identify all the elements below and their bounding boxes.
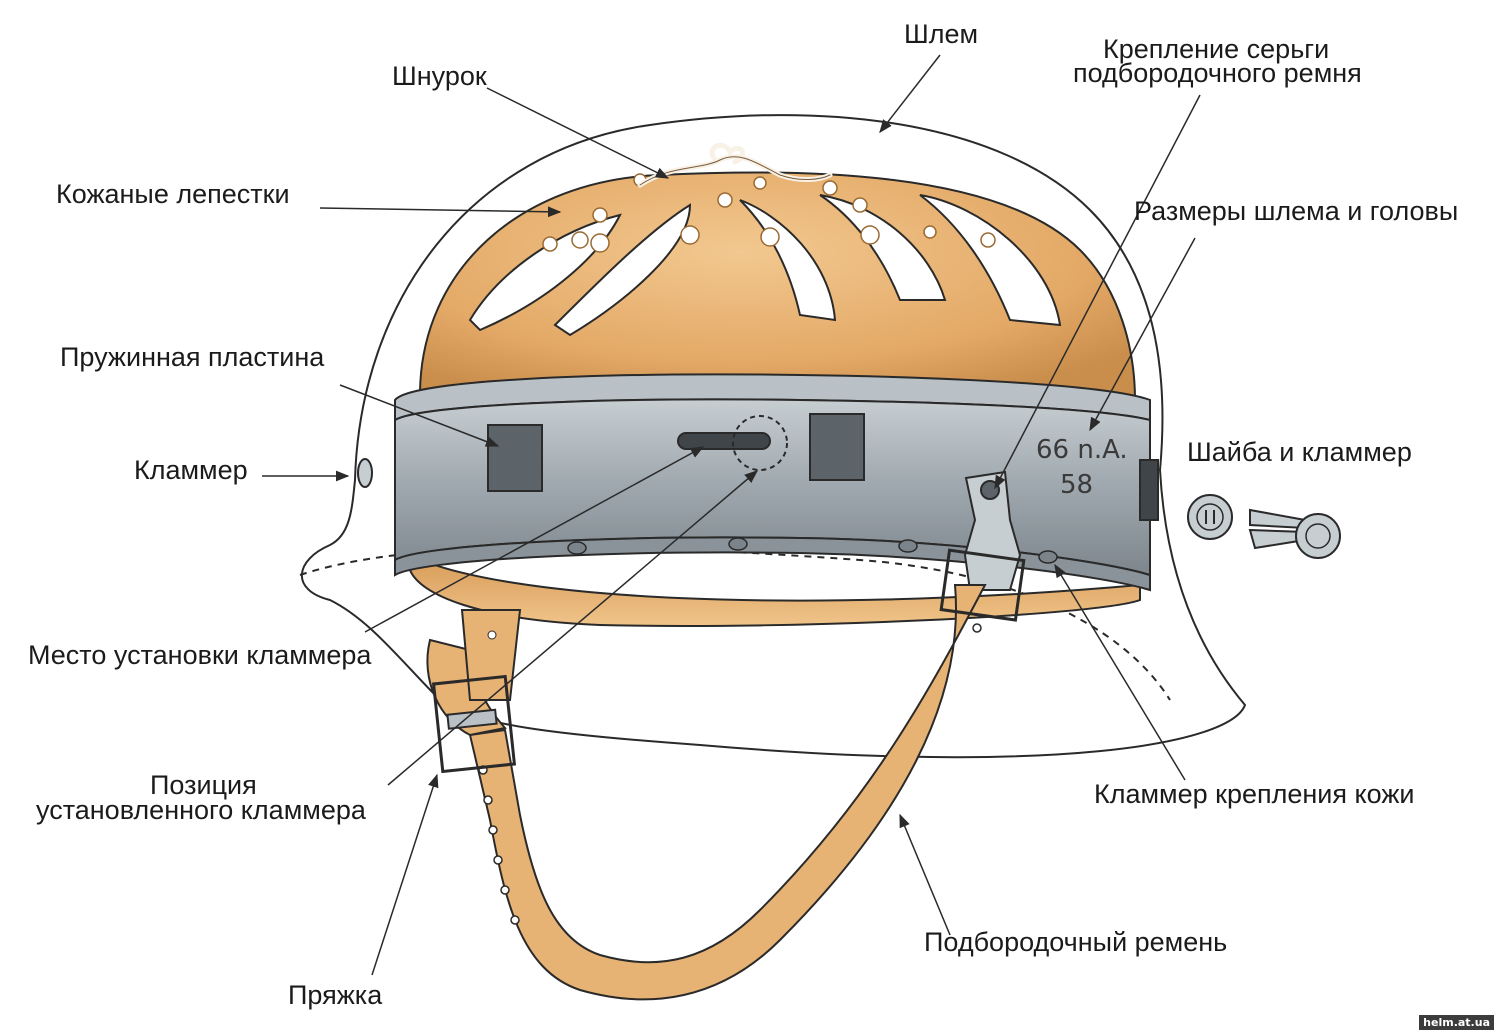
label-helmet: Шлем (904, 19, 979, 49)
label-installed-klammer-line1: Позиция (150, 770, 257, 800)
left-strap-upper (460, 609, 522, 701)
label-leather-petals: Кожаные лепестки (56, 179, 290, 209)
size-stamp-line2: 58 (1060, 470, 1093, 500)
label-lace: Шнурок (392, 61, 487, 91)
lace-edge (639, 156, 831, 186)
band-window-edge (1139, 459, 1159, 521)
band-rivets (567, 537, 1058, 564)
right-strap-buckle (939, 548, 1026, 622)
strap-holes (478, 623, 982, 925)
size-stamp-line1: 66 n.A. (1036, 435, 1128, 465)
klammer-slot (677, 432, 771, 450)
label-washer-and-klammer: Шайба и кламмер (1187, 437, 1412, 467)
chin-strap-lug (963, 470, 1022, 591)
separate-klammer-head (1295, 513, 1341, 559)
klammer-mount-dashed-circle (732, 415, 788, 471)
chin-strap-lug-hole (980, 480, 1000, 500)
label-chin-strap: Подбородочный ремень (924, 927, 1228, 957)
label-installed-klammer-line2: установленного кламмера (36, 795, 366, 825)
separate-klammer-head-inner (1305, 523, 1331, 549)
klammer-left-head (357, 458, 373, 488)
buckle (431, 674, 517, 774)
washer (1187, 494, 1233, 540)
label-leather-klammer: Кламмер крепления кожи (1094, 779, 1415, 809)
label-chin-strap-lug-mount-line1: Крепление серьги (1103, 34, 1330, 64)
label-buckle: Пряжка (288, 980, 383, 1010)
leader-lines (262, 54, 1201, 976)
label-klammer-mount-place: Место установки кламмера (28, 640, 372, 670)
watermark: helm.at.ua (1419, 1015, 1494, 1030)
label-sizes: Размеры шлема и головы (1134, 196, 1459, 226)
washer-inner (1196, 503, 1224, 531)
petal-holes (542, 173, 996, 253)
band-window-right (809, 413, 865, 481)
chin-strap (468, 584, 987, 1001)
strap-hole (487, 630, 497, 640)
label-spring-plate: Пружинная пластина (60, 342, 325, 372)
band-window-left (487, 424, 543, 492)
label-klammer: Кламмер (134, 455, 248, 485)
label-chin-strap-lug-mount-line2: подбородочного ремня (1073, 58, 1362, 88)
